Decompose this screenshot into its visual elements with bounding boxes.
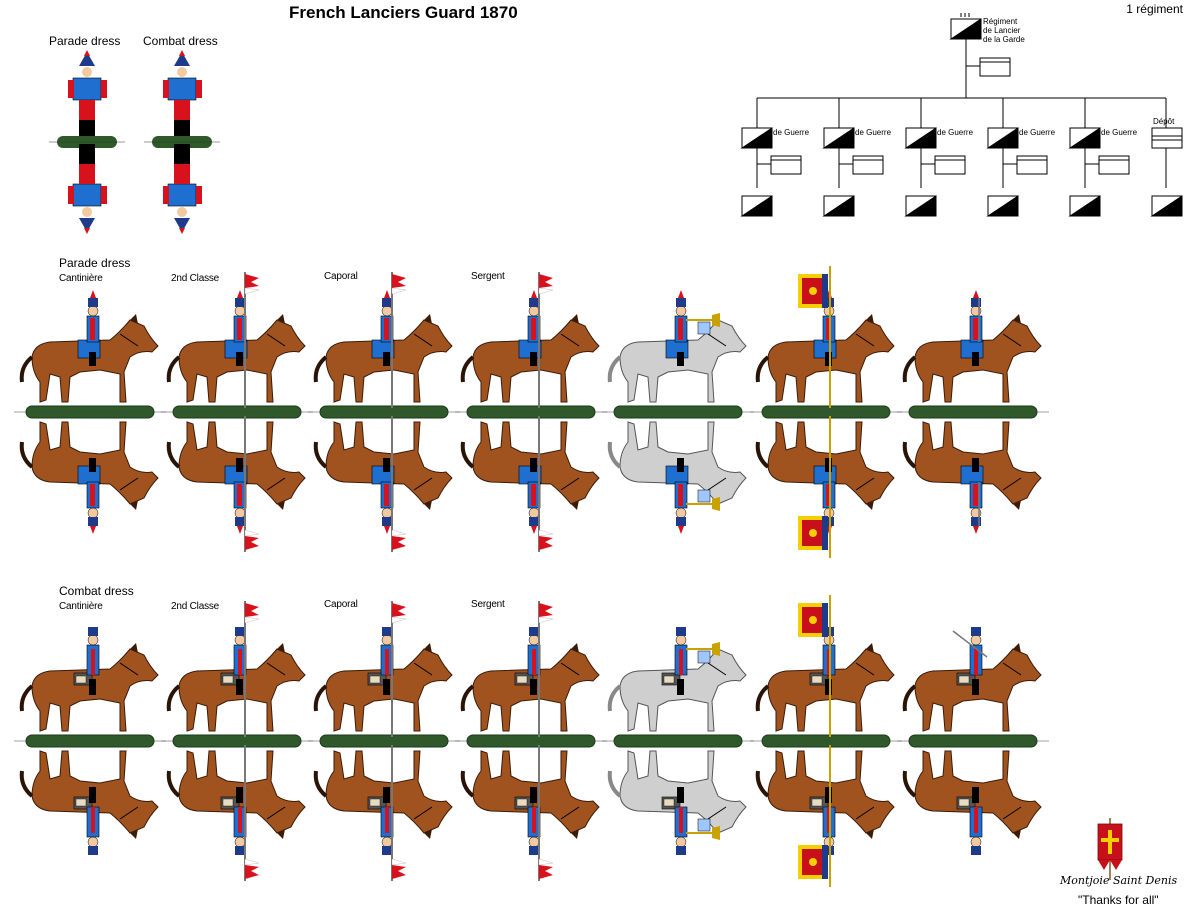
parade-2nd-classe <box>160 271 314 553</box>
org-squadron-1 <box>740 98 802 217</box>
org-squadron-2 <box>822 98 884 217</box>
foot-figure-parade <box>49 49 125 235</box>
org-depot <box>1150 98 1183 217</box>
org-hq-line-1: Régiment <box>983 17 1018 26</box>
parade-cantiniere <box>13 289 167 535</box>
org-squadron-3 <box>904 98 966 217</box>
unit-count-label: 1 régiment <box>1126 2 1183 16</box>
org-squadron-5-label: de Guerre <box>1101 128 1138 137</box>
org-hq-line-3: de la Garde <box>983 35 1025 44</box>
org-depot-label: Dépôt <box>1153 117 1175 126</box>
parade-trumpeter <box>601 289 755 535</box>
section-parade-heading: Parade dress <box>59 256 131 270</box>
combat-2nd-classe <box>160 600 314 882</box>
thanks-caption: "Thanks for all" <box>1078 893 1159 907</box>
combat-label-sergent: Sergent <box>471 599 505 610</box>
org-squadron-2-label: de Guerre <box>855 128 892 137</box>
org-squadron-4 <box>986 98 1048 217</box>
page-title: French Lanciers Guard 1870 <box>289 3 518 22</box>
foot-figure-combat <box>144 49 220 235</box>
signature: Montjoie Saint Denis <box>1060 874 1178 887</box>
banner-logo <box>1097 818 1123 880</box>
org-squadron-1-label: de Guerre <box>773 128 810 137</box>
combat-row <box>13 594 1050 888</box>
parade-standard-bearer <box>749 265 903 559</box>
section-combat-heading: Combat dress <box>59 584 134 598</box>
org-chart <box>740 13 1183 217</box>
combat-cantiniere <box>13 626 167 856</box>
combat-trumpeter <box>601 626 755 856</box>
parade-label-caporal: Caporal <box>324 271 358 282</box>
combat-label-caporal: Caporal <box>324 599 358 610</box>
parade-label-sergent: Sergent <box>471 271 505 282</box>
org-squadron-3-label: de Guerre <box>937 128 974 137</box>
combat-label-cantiniere: Cantinière <box>59 601 103 612</box>
org-hq-label: Régiment de Lancier de la Garde <box>983 17 1025 44</box>
foot-parade-label: Parade dress <box>49 34 121 48</box>
parade-sergent <box>454 271 608 553</box>
parade-label-cantiniere: Cantinière <box>59 273 103 284</box>
combat-caporal <box>307 600 461 882</box>
parade-officer <box>896 289 1050 535</box>
combat-sergent <box>454 600 608 882</box>
org-squadron-5 <box>1068 98 1130 217</box>
parade-caporal <box>307 271 461 553</box>
org-squadron-4-label: de Guerre <box>1019 128 1056 137</box>
combat-standard-bearer <box>749 594 903 888</box>
foot-combat-label: Combat dress <box>143 34 218 48</box>
org-hq-line-2: de Lancier <box>983 26 1021 35</box>
parade-label-2nd-classe: 2nd Classe <box>171 273 220 284</box>
combat-officer <box>896 626 1050 856</box>
parade-row <box>13 265 1050 559</box>
combat-label-2nd-classe: 2nd Classe <box>171 601 220 612</box>
